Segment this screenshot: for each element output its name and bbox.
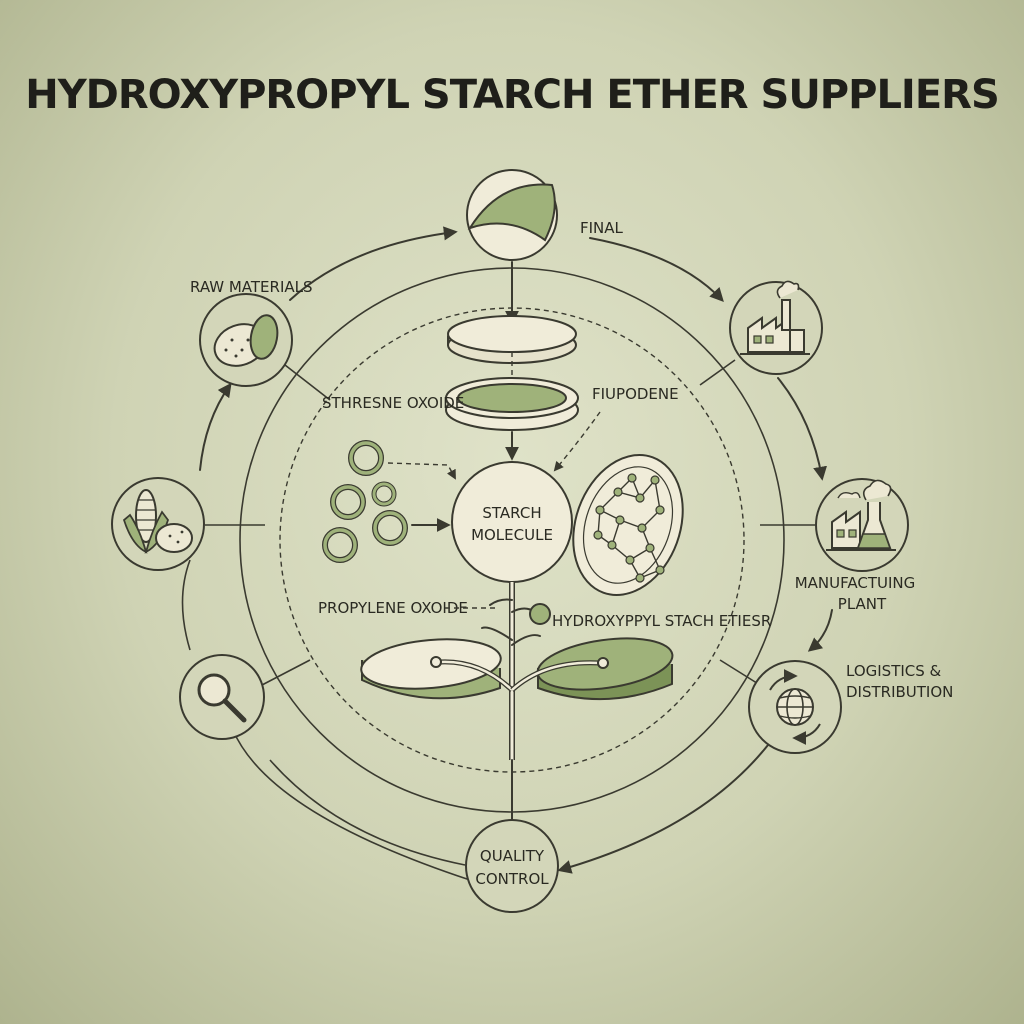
- arrow-crops-to-raw: [199, 382, 232, 471]
- label-fiupodene: FIUPODENE: [592, 385, 679, 403]
- starch-sphere-icon: [466, 169, 558, 261]
- arrow-rings-dashed: [387, 462, 456, 480]
- label-sthresne-oxoide: STHRESNE OXOIDE: [322, 394, 464, 412]
- arrow-raw-to-final: [289, 226, 458, 301]
- corn-potato-icon: [111, 477, 205, 571]
- arc-left-lower: [224, 694, 471, 881]
- top-disc: [447, 315, 577, 364]
- quality-control-node: [465, 819, 559, 913]
- arrow-fiupodene: [553, 411, 601, 472]
- middle-disc: [445, 377, 579, 431]
- arrow-final-to-factory: [589, 237, 724, 303]
- globe-arrows-icon: [748, 660, 842, 754]
- arc-inspect-to-crops: [181, 559, 191, 651]
- label-hydroxypropyl-ether: HYDROXYPPYL STACH ETIESR: [552, 612, 771, 630]
- potato-icon: [199, 293, 293, 387]
- arrow-plant-to-logistics: [807, 609, 833, 652]
- magnifier-icon: [179, 654, 265, 740]
- starch-molecule-node: [451, 461, 573, 583]
- label-raw-materials: RAW MATERIALS: [190, 278, 313, 296]
- label-final: FINAL: [580, 219, 624, 237]
- arrow-factory-to-plant: [777, 377, 827, 481]
- connector-factory: [699, 359, 736, 386]
- label-manufacturing: MANUFACTUING: [795, 574, 916, 592]
- label-logistics: LOGISTICS &: [846, 662, 942, 680]
- arrow-qc-to-inspect: [269, 759, 466, 866]
- bottom-left-disc: [360, 638, 502, 700]
- factory-icon: [729, 280, 823, 375]
- label-propylene-oxoide: PROPYLENE OXOIDE: [318, 599, 468, 617]
- factory-flask-icon: [815, 478, 909, 572]
- page-title: HYDROXYPROPYL STARCH ETHER SUPPLIERS: [25, 72, 999, 118]
- label-distribution: DISTRIBUTION: [846, 683, 953, 701]
- label-quality: QUALITY: [480, 847, 545, 865]
- label-molecule: MOLECULE: [471, 526, 553, 544]
- label-control: CONTROL: [475, 870, 549, 888]
- connector-raw: [284, 364, 331, 401]
- connector-logistics: [719, 659, 761, 686]
- label-plant: PLANT: [838, 595, 887, 613]
- connector-inspect: [261, 659, 311, 686]
- reagent-rings: [322, 440, 408, 563]
- arrow-logistics-to-qc: [557, 744, 769, 874]
- label-starch: STARCH: [482, 504, 541, 522]
- molecular-network-icon: [572, 454, 684, 596]
